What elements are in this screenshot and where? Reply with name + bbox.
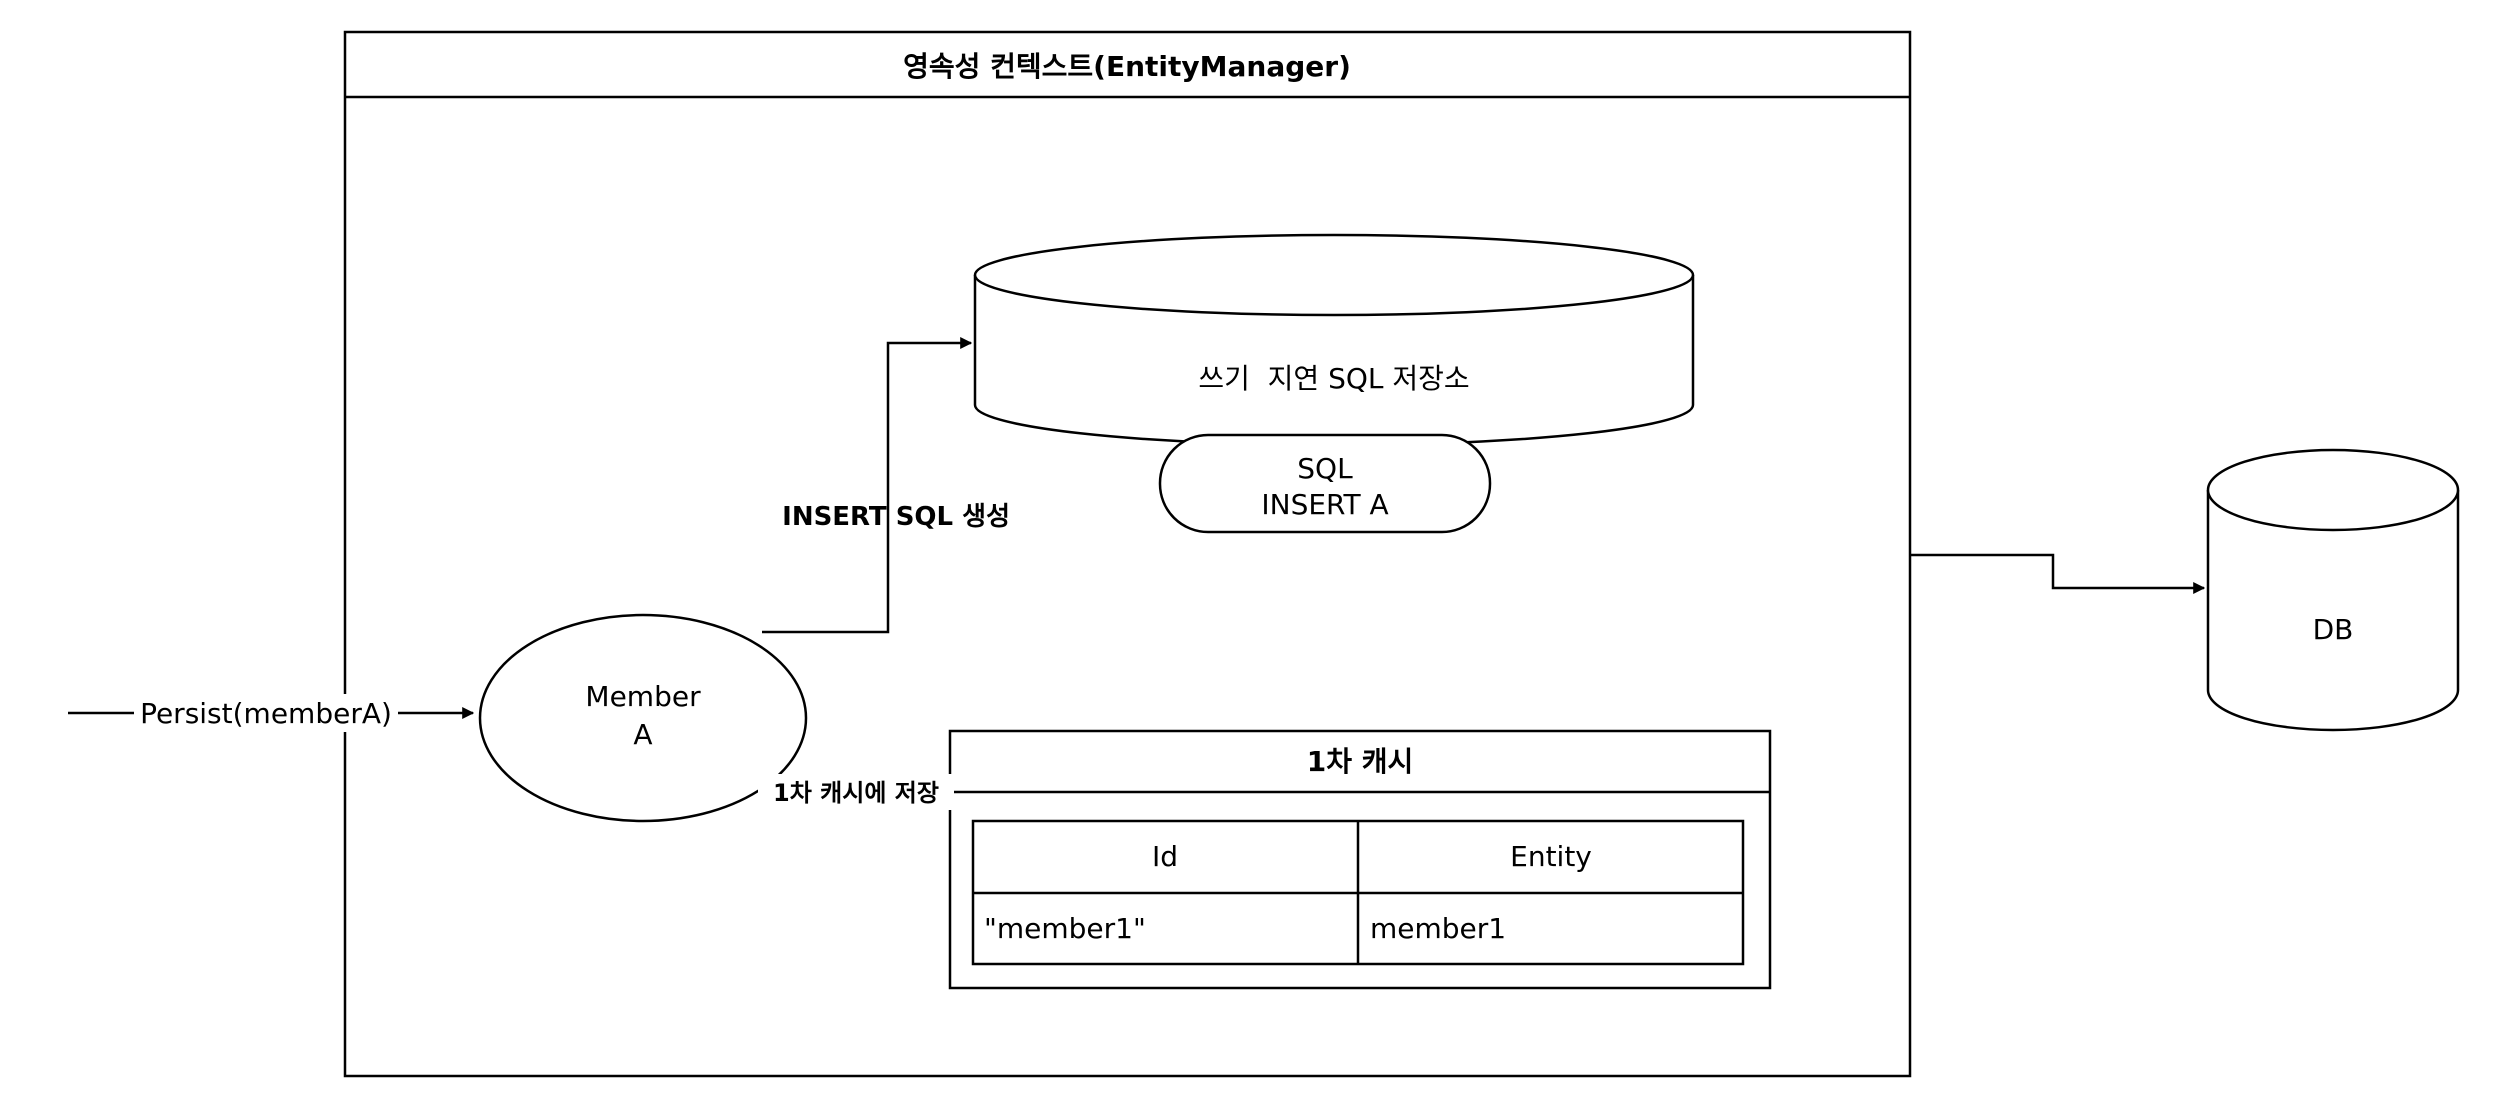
edge-insert-sql-label: INSERT SQL 생성	[782, 502, 1010, 532]
write-behind-sql-store: 쓰기 지연 SQL 저장소	[973, 233, 1695, 447]
edge-insert-sql: INSERT SQL 생성	[762, 337, 1010, 634]
member-line1: Member	[585, 680, 701, 713]
cache-header-entity: Entity	[1510, 840, 1592, 873]
cache-header-id: Id	[1152, 840, 1178, 873]
sql-item-line1: SQL	[1297, 452, 1353, 485]
database: DB	[2206, 448, 2460, 732]
sql-insert-item: SQL INSERT A	[1158, 433, 1492, 534]
member-line2: A	[633, 718, 652, 751]
db-label: DB	[2313, 613, 2354, 646]
sql-item-line2: INSERT A	[1261, 488, 1388, 521]
edge-save-cache: 1차 캐시에 저장	[758, 774, 954, 810]
edge-persist-label: Persist(memberA)	[140, 697, 392, 730]
cache-cell-id: "member1"	[984, 912, 1146, 945]
cache-table: Id Entity "member1" member1	[971, 819, 1745, 966]
edge-persist: Persist(memberA)	[68, 694, 475, 732]
edge-to-db	[1910, 553, 2206, 594]
context-title: 영속성 컨텍스트(EntityManager)	[903, 50, 1351, 83]
edge-save-cache-label: 1차 캐시에 저장	[773, 779, 939, 807]
write-store-label: 쓰기 지연 SQL 저장소	[1198, 362, 1469, 395]
first-level-cache: 1차 캐시 Id Entity "member1" member1	[948, 729, 1772, 990]
cache-title: 1차 캐시	[1307, 745, 1414, 778]
cache-cell-entity: member1	[1370, 912, 1506, 945]
member-a-entity: Member A	[478, 613, 808, 823]
